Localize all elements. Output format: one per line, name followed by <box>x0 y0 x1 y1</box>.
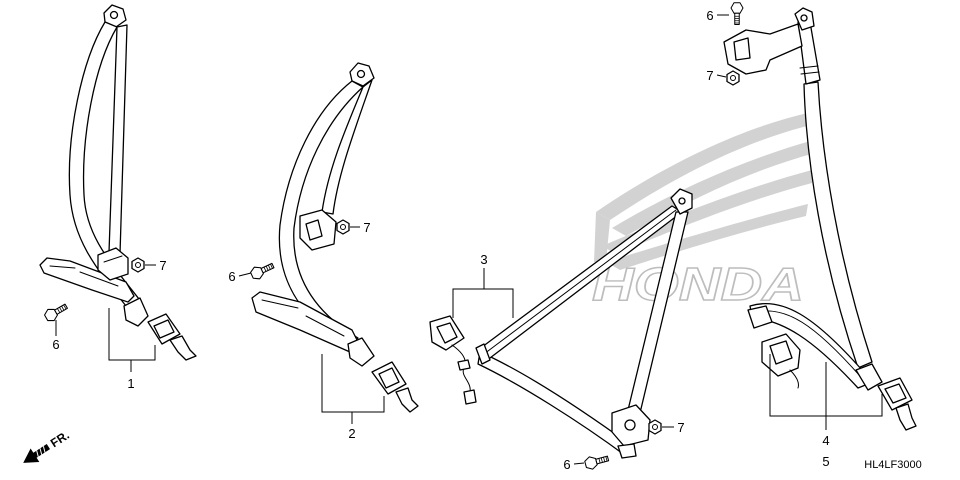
callout-bracket-2 <box>321 354 385 424</box>
honda-watermark: HONDA <box>591 112 815 311</box>
buckle-wire <box>789 369 799 389</box>
callout-number: 6 <box>228 269 235 284</box>
leader-line <box>238 272 252 277</box>
watermark-wing-band-4 <box>606 204 808 270</box>
trim-detail <box>261 299 345 337</box>
separate-buckle-3 <box>429 315 477 405</box>
bolt-icon <box>44 303 68 322</box>
buckle-tail <box>169 335 197 361</box>
buckle-face <box>436 322 458 344</box>
callout-number: 2 <box>348 426 355 441</box>
leader-line <box>573 462 585 465</box>
callout-bracket-1 <box>108 308 156 372</box>
nut-icon <box>648 419 662 435</box>
nut-icon <box>726 70 740 86</box>
belt-tongue <box>123 297 149 327</box>
callout-number: 7 <box>706 68 713 83</box>
separate-buckle-4-5 <box>761 333 801 389</box>
shoulder-anchor-cover <box>723 23 803 75</box>
belt-webbing <box>803 81 873 369</box>
seat-belt-assembly-2 <box>251 62 419 413</box>
callout-bracket-3 <box>452 268 514 318</box>
callout-number: 7 <box>363 220 370 235</box>
callout-number: 6 <box>706 8 713 23</box>
nut-icon <box>131 257 145 273</box>
arrow-left-icon <box>23 444 51 463</box>
wire-clip <box>457 359 471 371</box>
callouts: 6 7 7 6 1 7 6 2 3 7 6 4 5 <box>52 8 829 472</box>
callout-number: 3 <box>480 252 487 267</box>
seat-belt-assembly-3 <box>429 188 693 459</box>
callout-number: 1 <box>127 376 134 391</box>
anchor-slot <box>733 37 751 61</box>
watermark-wordmark: HONDA <box>592 258 804 310</box>
trim-bracket <box>747 305 773 329</box>
height-adjuster-rail <box>797 21 821 85</box>
buckle-tail <box>895 403 917 431</box>
front-direction-label: FR. <box>48 428 72 450</box>
watermark-wing-band-1 <box>596 112 815 220</box>
trim-detail <box>49 265 119 287</box>
nut-icon <box>336 219 350 235</box>
belt-webbing-lower <box>477 351 633 457</box>
arrow-hatch <box>36 446 46 457</box>
belt-tongue <box>347 337 375 367</box>
callout-number: 5 <box>822 454 829 469</box>
buckle-face <box>769 340 793 365</box>
webbing-loop-end <box>475 343 491 365</box>
retractor-spool <box>624 419 636 431</box>
anchor-hole <box>109 10 119 20</box>
belt-tongue <box>855 363 883 391</box>
front-direction-indicator: FR. <box>23 428 72 463</box>
webbing-detail <box>483 209 677 355</box>
lower-trim-cover <box>749 302 869 389</box>
callout-bracket-4-5 <box>769 354 883 430</box>
diagram-code: HL4LF3000 <box>864 459 922 471</box>
watermark-wing-band-2 <box>612 140 815 236</box>
retractor-detail <box>103 255 123 263</box>
anchor-hole <box>356 69 366 79</box>
seat-belt-assembly-4-5 <box>723 7 917 431</box>
seat-belt-assembly-1 <box>39 4 197 361</box>
bolt-icon <box>584 455 610 470</box>
callout-number: 6 <box>563 457 570 472</box>
callout-number: 7 <box>159 258 166 273</box>
wire-connector <box>463 389 477 405</box>
bolt-icon <box>730 2 744 25</box>
rail-detail <box>799 65 820 75</box>
retractor-face <box>305 219 323 241</box>
belt-webbing-inner <box>108 24 128 255</box>
leader-line <box>716 74 727 78</box>
callout-number: 4 <box>822 433 829 448</box>
buckle-face <box>378 367 400 389</box>
anchor-hole <box>678 197 686 205</box>
anchor-hole <box>800 14 808 22</box>
watermark-wing-stem <box>594 212 610 262</box>
callout-number: 6 <box>52 337 59 352</box>
belt-webbing-inner <box>321 79 373 215</box>
callout-number: 7 <box>677 420 684 435</box>
buckle-tail <box>395 387 419 413</box>
buckle-face <box>153 319 175 339</box>
bolt-icon <box>250 262 275 280</box>
lower-anchor-plate <box>617 443 637 459</box>
lower-trim-cover <box>39 257 135 303</box>
leader-lines <box>55 14 883 465</box>
buckle-face <box>884 383 907 404</box>
